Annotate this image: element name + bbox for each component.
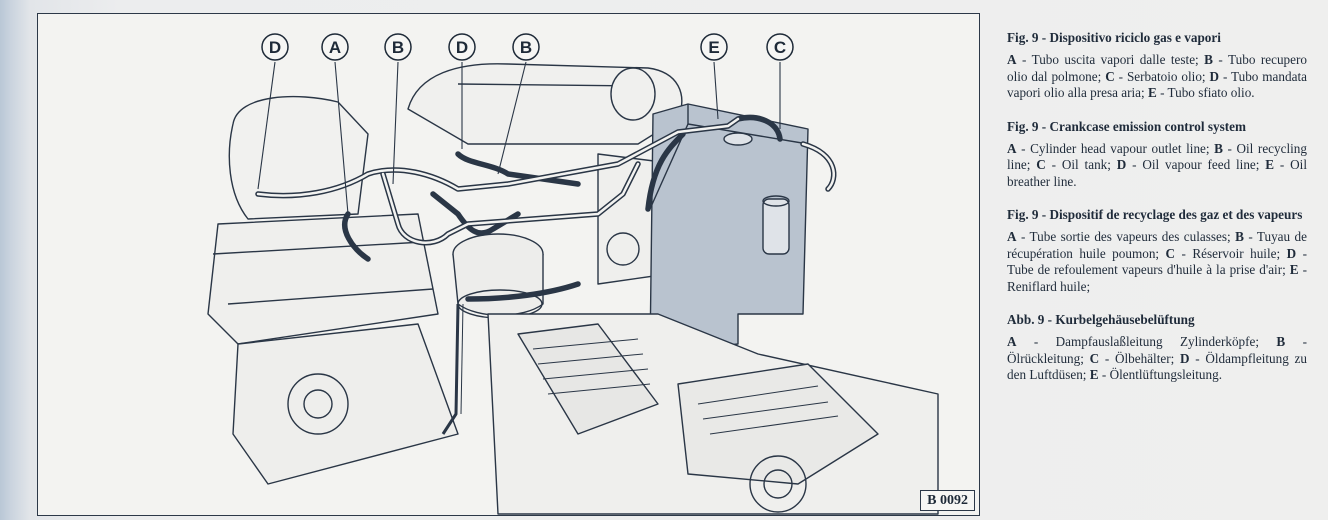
caption-german: Abb. 9 - Kurbelgehäusebelüftung A - Damp… bbox=[1007, 312, 1307, 384]
caption-column: Fig. 9 - Dispositivo riciclo gas e vapor… bbox=[1007, 30, 1307, 401]
caption-text: - Réservoir huile; bbox=[1175, 245, 1287, 261]
caption-text: - Oil tank; bbox=[1045, 157, 1117, 172]
caption-text: - Tubo sfiato olio. bbox=[1156, 85, 1255, 100]
caption-text: - Tube de refoulement vapeurs d'huile à … bbox=[1007, 245, 1307, 278]
callout-label-7: C bbox=[774, 38, 786, 57]
caption-title: Fig. 9 - Dispositif de recyclage des gaz… bbox=[1007, 207, 1303, 222]
caption-text: - Tubo recupero olio dal polmone; bbox=[1007, 52, 1307, 84]
caption-text: - Oil vapour feed line; bbox=[1126, 157, 1266, 172]
callout-label-3: B bbox=[392, 38, 404, 57]
caption-body: A - Tubo uscita vapori dalle teste; B - … bbox=[1007, 52, 1307, 102]
caption-key: C bbox=[1089, 350, 1100, 366]
caption-italian: Fig. 9 - Dispositivo riciclo gas e vapor… bbox=[1007, 30, 1307, 102]
caption-key: E bbox=[1265, 157, 1275, 172]
caption-key: A bbox=[1007, 140, 1017, 156]
caption-key: D bbox=[1209, 68, 1220, 84]
caption-body: A - Dampfauslaßleitung Zylinderköpfe; B … bbox=[1007, 334, 1307, 384]
caption-key: B bbox=[1214, 140, 1223, 156]
callout-label-5: B bbox=[520, 38, 532, 57]
caption-key: D bbox=[1116, 157, 1127, 172]
callout-label-2: A bbox=[329, 38, 341, 57]
caption-text: - Dampfauslaßleitung Zylinderköpfe; bbox=[1016, 334, 1277, 349]
caption-title: Fig. 9 - Dispositivo riciclo gas e vapor… bbox=[1007, 30, 1221, 45]
figure-reference-code: B 0092 bbox=[920, 490, 975, 511]
caption-french: Fig. 9 - Dispositif de recyclage des gaz… bbox=[1007, 207, 1307, 295]
caption-text: - Tubo mandata vapori olio alla presa ar… bbox=[1007, 68, 1307, 101]
caption-text: - Ölentlüftungsleitung. bbox=[1098, 367, 1223, 382]
caption-key: B bbox=[1204, 52, 1213, 67]
caption-key: E bbox=[1289, 262, 1299, 277]
caption-text: - Öldampfleitung zu den Luftdüsen; bbox=[1007, 350, 1307, 383]
caption-text: - Tubo uscita vapori dalle teste; bbox=[1016, 52, 1205, 67]
caption-key: D bbox=[1180, 350, 1190, 366]
caption-key: C bbox=[1036, 157, 1046, 172]
caption-text: - Reniflard huile; bbox=[1007, 262, 1307, 294]
caption-text: - Oil breather line. bbox=[1007, 157, 1307, 189]
caption-key: A bbox=[1007, 334, 1017, 349]
callout-label-1: D bbox=[269, 38, 281, 57]
caption-key: C bbox=[1105, 68, 1115, 84]
caption-key: A bbox=[1007, 52, 1017, 67]
caption-body: A - Cylinder head vapour outlet line; B … bbox=[1007, 141, 1307, 191]
caption-text: - Oil recycling line; bbox=[1007, 140, 1307, 173]
caption-english: Fig. 9 - Crankcase emission control syst… bbox=[1007, 119, 1307, 191]
caption-body: A - Tube sortie des vapeurs des culasses… bbox=[1007, 229, 1307, 295]
caption-text: - Ölbehälter; bbox=[1099, 350, 1180, 366]
caption-text: - Tube sortie des vapeurs des culasses; bbox=[1016, 229, 1236, 244]
caption-key: B bbox=[1276, 334, 1286, 349]
engine-diagram: D A B D B E C bbox=[207, 33, 939, 515]
caption-key: D bbox=[1286, 245, 1297, 261]
callout-label-4: D bbox=[456, 38, 468, 57]
caption-key: E bbox=[1089, 367, 1099, 382]
caption-title: Abb. 9 - Kurbelgehäusebelüftung bbox=[1007, 312, 1195, 327]
caption-key: B bbox=[1235, 229, 1244, 244]
figure-frame: D A B D B E C B 0092 bbox=[37, 13, 980, 516]
callout-label-6: E bbox=[708, 38, 719, 57]
caption-key: C bbox=[1165, 245, 1176, 261]
caption-key: A bbox=[1007, 229, 1017, 244]
caption-text: - Cylinder head vapour outlet line; bbox=[1016, 140, 1215, 156]
caption-text: - Tuyau de récupération huile poumon; bbox=[1007, 229, 1307, 261]
caption-text: - Serbatoio olio; bbox=[1114, 68, 1210, 84]
caption-title: Fig. 9 - Crankcase emission control syst… bbox=[1007, 118, 1246, 134]
caption-text: - Ölrückleitung; bbox=[1007, 334, 1307, 366]
caption-key: E bbox=[1147, 85, 1157, 100]
callout-group bbox=[261, 33, 794, 61]
